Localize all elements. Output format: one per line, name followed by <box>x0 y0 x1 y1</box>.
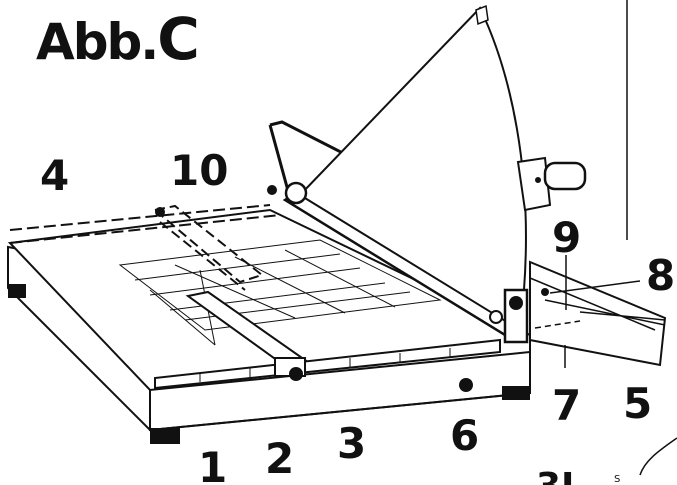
corner-small-text: S <box>614 474 620 485</box>
figure-title-prefix: Abb. <box>36 13 159 71</box>
swing-arm <box>544 299 666 326</box>
callout-6: 6 <box>450 411 479 460</box>
base-front-edge <box>149 355 531 432</box>
callout-9: 9 <box>552 213 581 262</box>
angle-guide-screw <box>289 367 303 381</box>
foot-left-front <box>150 428 180 444</box>
foot-right-front <box>502 386 530 400</box>
adjust-screw <box>459 378 473 392</box>
stop-knob <box>155 207 165 217</box>
callout-labels: 1 2 3 4 5 6 7 8 9 10 3I <box>40 146 675 485</box>
foot-left-back <box>8 284 26 298</box>
callout-10: 10 <box>170 146 228 195</box>
corner-detail <box>639 437 677 476</box>
callout-8: 8 <box>646 251 675 300</box>
cutter-arm <box>298 6 527 332</box>
pivot-screw <box>489 310 503 324</box>
extension-rule-edge <box>529 277 656 331</box>
dashed-paper-stop <box>152 204 265 291</box>
pivot-knob <box>509 296 523 310</box>
hinge-knob <box>284 181 308 205</box>
board-grid <box>118 239 442 346</box>
callout-7: 7 <box>552 381 581 430</box>
callout-1: 1 <box>198 443 227 485</box>
swing-arm-pivot <box>541 288 549 296</box>
cutter-arm-tip <box>475 4 489 26</box>
leader-8 <box>549 280 641 294</box>
front-ruler <box>154 338 501 390</box>
cropped-callout: 3I <box>536 466 574 485</box>
callout-2: 2 <box>265 434 294 483</box>
handle-rivet <box>535 177 541 183</box>
dashed-back-ruler <box>9 204 281 244</box>
handle-grip <box>543 161 587 191</box>
figure-title-letter: C <box>157 5 200 73</box>
hinge-screw <box>267 185 277 195</box>
cutting-board-surface <box>7 208 531 392</box>
callout-4: 4 <box>40 151 69 200</box>
handle-mount <box>516 156 552 212</box>
callout-5: 5 <box>623 379 652 428</box>
figure-heading: Abb.C <box>36 5 200 75</box>
callout-3: 3 <box>337 419 366 468</box>
extension-dashline <box>534 320 581 329</box>
